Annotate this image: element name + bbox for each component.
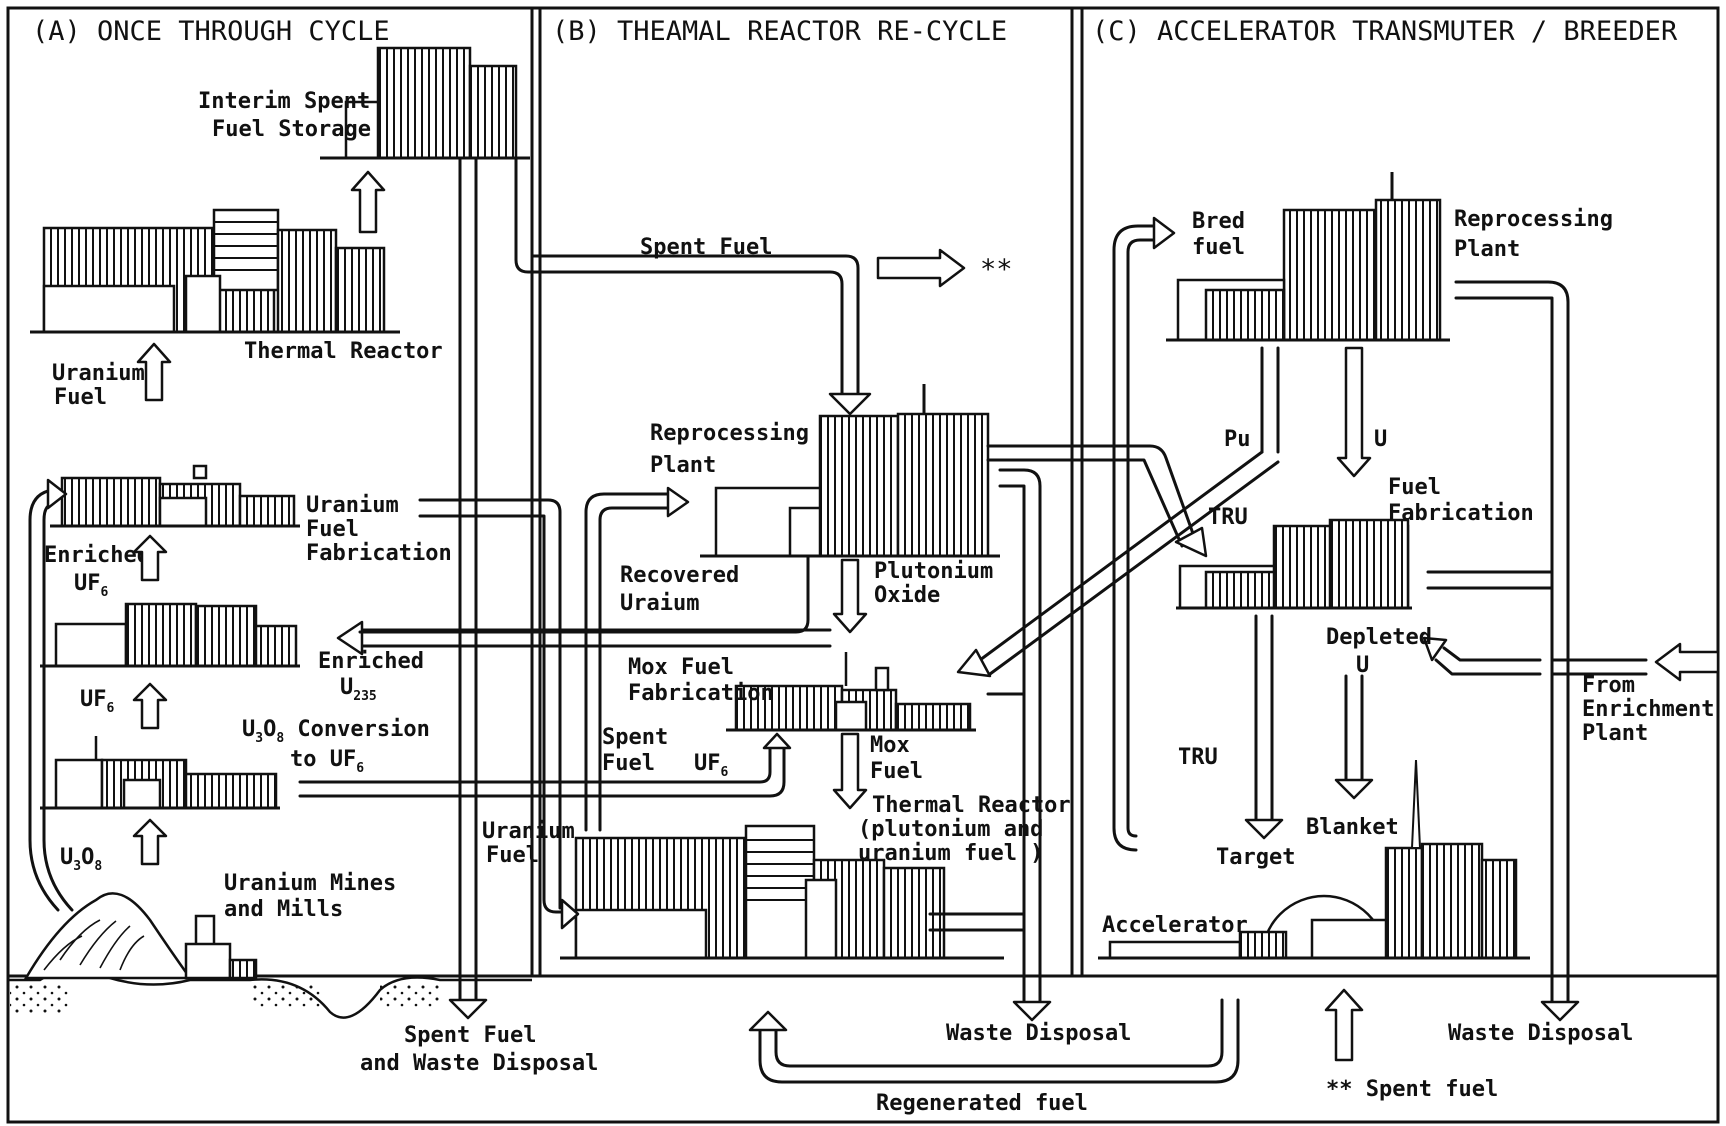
bred-fuel-label-2: fuel <box>1192 235 1245 260</box>
mox-fuel-label-2: Fuel <box>870 759 923 784</box>
reprocessing-c-label-1: Reprocessing <box>1454 207 1613 232</box>
fuel-fabrication-label-3: Fabrication <box>306 541 452 566</box>
blanket-label: Blanket <box>1306 815 1399 840</box>
spent-fuel-to-reprocessing <box>516 158 842 396</box>
fuel-fabrication-label-1: Uranium <box>306 493 399 518</box>
recovered-label-1: Recovered <box>620 563 739 588</box>
enriched-u235-label-2: U235 <box>340 675 377 704</box>
uf6-label: UF6 <box>80 687 115 716</box>
fuel-fabrication-c <box>1176 520 1412 608</box>
from-enrichment-label-2: Enrichment <box>1582 697 1714 722</box>
to-accelerator-arrow <box>878 250 964 286</box>
uf6-b-label: UF6 <box>694 751 729 780</box>
from-enrichment-label-1: From <box>1582 673 1635 698</box>
tru-lower-label: TRU <box>1178 745 1218 770</box>
uranium-fuel-label-2: Fuel <box>54 385 107 410</box>
plutonium-oxide-arrow <box>834 560 866 632</box>
waste-disposal-flow-b <box>1000 470 1040 1004</box>
reprocessing-c-label-2: Plant <box>1454 237 1520 262</box>
from-enrichment-label-3: Plant <box>1582 721 1648 746</box>
recovered-uranium-flow <box>360 556 808 632</box>
interim-storage-label-2: Fuel Storage <box>212 117 371 142</box>
mines-label-2: and Mills <box>224 897 343 922</box>
panel-a-title: (A) ONCE THROUGH CYCLE <box>32 16 390 47</box>
spent-fuel-c-label: ** Spent fuel <box>1326 1077 1498 1102</box>
regenerated-fuel-label: Regenerated fuel <box>876 1091 1088 1116</box>
from-enrichment-arrow <box>1656 644 1718 680</box>
pu-diagonal-flow <box>980 452 1262 660</box>
fuel-fab-c-label-1: Fuel <box>1388 475 1441 500</box>
mox-fuel-label-1: Mox <box>870 733 910 758</box>
uranium-mines <box>26 893 256 978</box>
mox-fuel-arrow <box>834 734 866 808</box>
thermal-b-label-3: uranium fuel ) <box>858 841 1043 866</box>
bred-fuel-label-1: Bred <box>1192 209 1245 234</box>
mox-fab-label-1: Mox Fuel <box>628 655 734 680</box>
enrichment-plant-a <box>40 604 300 666</box>
bred-fuel-loop <box>1114 226 1156 850</box>
thermal-reactor-a <box>30 210 400 332</box>
waste-disposal-c-label: Waste Disposal <box>1448 1021 1633 1046</box>
pu-label: Pu <box>1224 427 1251 452</box>
spent-fuel-label: Spent Fuel <box>640 235 772 260</box>
fuel-fabrication-label-2: Fuel <box>306 517 359 542</box>
accelerator-label: Accelerator <box>1102 913 1248 938</box>
target-label: Target <box>1216 845 1295 870</box>
recovered-label-2: Uraium <box>620 591 699 616</box>
spent-fuel-b-label-1: Spent <box>602 725 668 750</box>
thermal-reactor-a-label: Thermal Reactor <box>244 339 443 364</box>
storage-up-arrow <box>352 172 384 232</box>
u3o8-label: U3O8 <box>60 845 102 874</box>
conversion-label-1: U3O8 Conversion <box>242 717 430 746</box>
spent-fuel-b-label-2: Fuel <box>602 751 655 776</box>
uranium-fuel-label-1: Uranium <box>52 361 145 386</box>
uf6-up-arrow <box>134 684 166 728</box>
spent-disposal-label-2: and Waste Disposal <box>360 1051 598 1076</box>
spent-disposal-label-1: Spent Fuel <box>404 1023 536 1048</box>
waste-disposal-b-label: Waste Disposal <box>946 1021 1131 1046</box>
enriched-u235-label-1: Enriched <box>318 649 424 674</box>
plutonium-oxide-label-2: Oxide <box>874 583 940 608</box>
plutonium-oxide-label-1: Plutonium <box>874 559 993 584</box>
thermal-b-label-2: (plutonium and <box>858 817 1043 842</box>
panel-c-title: (C) ACCELERATOR TRANSMUTER / BREEDER <box>1092 16 1678 47</box>
mines-label-1: Uranium Mines <box>224 871 396 896</box>
depleted-label-1: Depleted <box>1326 625 1432 650</box>
fuel-fabrication-a <box>50 466 300 526</box>
panel-b: Spent Fuel ** Reprocessing Plant Recover… <box>300 158 1071 1020</box>
u-arrow <box>1338 348 1370 476</box>
uranium-fuel-b-label-2: Fuel <box>486 843 539 868</box>
reprocessing-b-label-1: Reprocessing <box>650 421 809 446</box>
fuel-fab-c-label-2: Fabrication <box>1388 501 1534 526</box>
depleted-label-2: U <box>1356 653 1369 678</box>
enriched-uf6-label-1: Enriched <box>44 543 150 568</box>
u3o8-up-arrow <box>134 820 166 864</box>
u-label: U <box>1374 427 1387 452</box>
mox-fab-label-2: Fabrication <box>628 681 774 706</box>
enriched-uf6-label-2: UF6 <box>74 571 109 600</box>
interim-storage-label-1: Interim Spent <box>198 89 370 114</box>
panel-b-title: (B) THEAMAL REACTOR RE-CYCLE <box>552 16 1007 47</box>
conversion-label-2: to UF6 <box>290 747 364 776</box>
conversion-plant-a <box>40 736 280 808</box>
reprocessing-b-label-2: Plant <box>650 453 716 478</box>
asterisks-label: ** <box>980 254 1013 285</box>
